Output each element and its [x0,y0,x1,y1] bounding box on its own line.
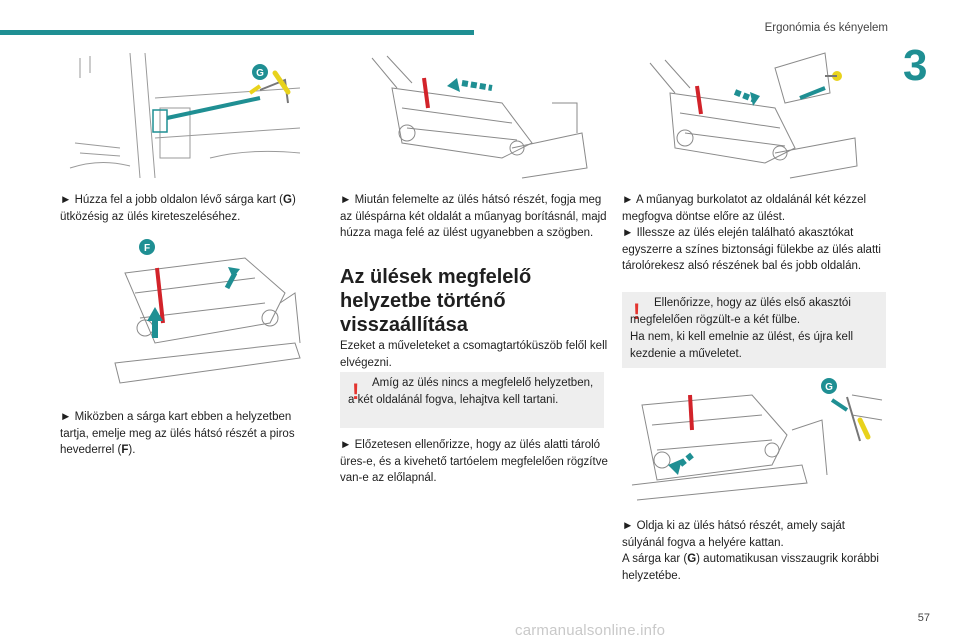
illustration-lift-strap-f: F [95,233,310,393]
warning-icon: ! [633,299,641,324]
note-lever-return: A sárga kar (G) automatikusan visszaugri… [622,553,879,582]
badge-g: G [825,382,833,393]
illustration-lever-g: G [60,48,310,183]
step-tilt-seat: ► A műanyag burkolatot az oldalánál két … [622,194,867,223]
illustration-release-lever: G [622,375,887,505]
step-release-seat: ► Oldja ki az ülés hátsó részét, amely s… [622,520,845,549]
warning-box-1 [340,372,604,428]
step-insert-hooks: ► Illessze az ülés elején található akas… [622,227,881,272]
step-pull-lever: ► Húzza fel a jobb oldalon lévő sárga ka… [60,194,296,223]
section-title: Ergonómia és kényelem [764,22,888,34]
warning-text-2a: Ellenőrizze, hogy az ülés első akasztói … [630,297,851,326]
intro-text: Ezeket a műveleteket a csomagtartóküszöb… [340,340,608,369]
chapter-number: 3 [903,41,928,90]
section-heading: Az ülések megfelelő helyzetbe történő vi… [340,266,532,336]
warning-box-2 [622,292,886,368]
step-check-storage: ► Előzetesen ellenőrizze, hogy az ülés a… [340,439,608,484]
warning-icon: ! [352,379,360,404]
illustration-hooks [625,48,885,183]
step-lift-seat: ► Miközben a sárga kart ebben a helyzetb… [60,411,295,456]
page-number: 57 [917,612,930,624]
step-pull-toward: ► Miután felemelte az ülés hátsó részét,… [340,194,607,239]
warning-text-1: Amíg az ülés nincs a megfelelő helyzetbe… [348,377,594,406]
illustration-pull-seat [352,48,592,183]
header-accent-bar [0,30,474,35]
warning-text-2b: Ha nem, ki kell emelnie az ülést, és újr… [630,331,854,360]
badge-g: G [256,68,264,79]
watermark: carmanualsonline.info [515,622,666,639]
badge-f: F [144,243,150,254]
